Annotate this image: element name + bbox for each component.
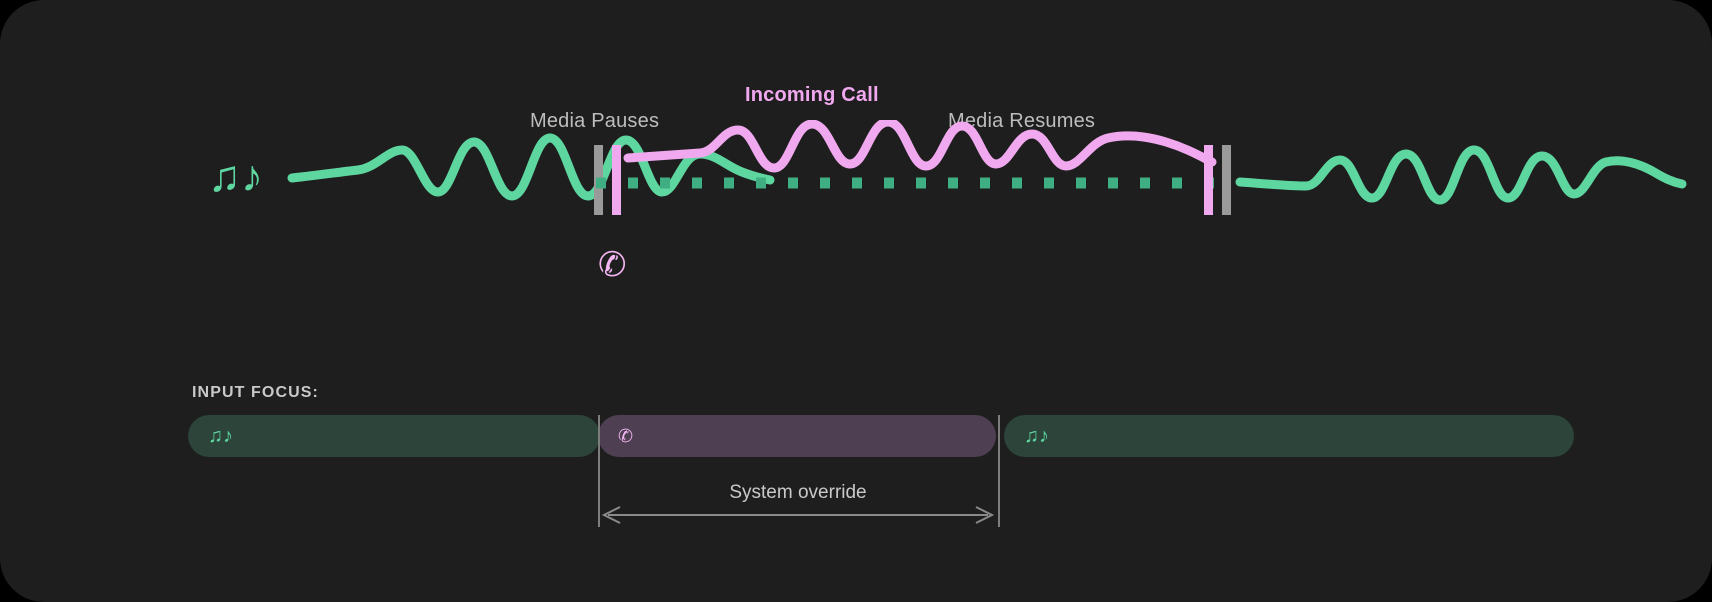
music-notes-icon: ♫♪ [208,425,233,447]
input-focus-track: ♫♪ ✆ ♫♪ [0,415,1712,457]
music-notes-icon: ♫♪ [208,152,263,201]
waveform-timeline [0,120,1712,230]
music-notes-icon: ♫♪ [1024,425,1049,447]
resume-marker-pink-bar [1204,145,1213,215]
focus-segment-media-before[interactable]: ♫♪ [188,415,600,457]
label-media-resumes: Media Resumes [948,110,1096,132]
pause-marker-pink-bar [612,145,621,215]
resume-marker-gray-bar [1222,145,1231,215]
label-incoming-call: Incoming Call [745,84,879,106]
focus-segment-media-after[interactable]: ♫♪ [1004,415,1574,457]
double-headed-arrow-icon [596,505,1000,530]
phone-handset-icon: ✆ [618,426,634,446]
label-media-pauses: Media Pauses [530,110,660,132]
waveform-media-after [1235,145,1687,205]
waveform-incoming-call [623,120,1217,173]
override-guide-right [998,415,1000,527]
system-override-label: System override [729,482,867,503]
focus-segment-call[interactable]: ✆ [598,415,996,457]
override-guide-left [598,415,600,527]
input-focus-heading: INPUT FOCUS: [192,384,319,401]
phone-handset-icon: ✆ [598,246,627,284]
